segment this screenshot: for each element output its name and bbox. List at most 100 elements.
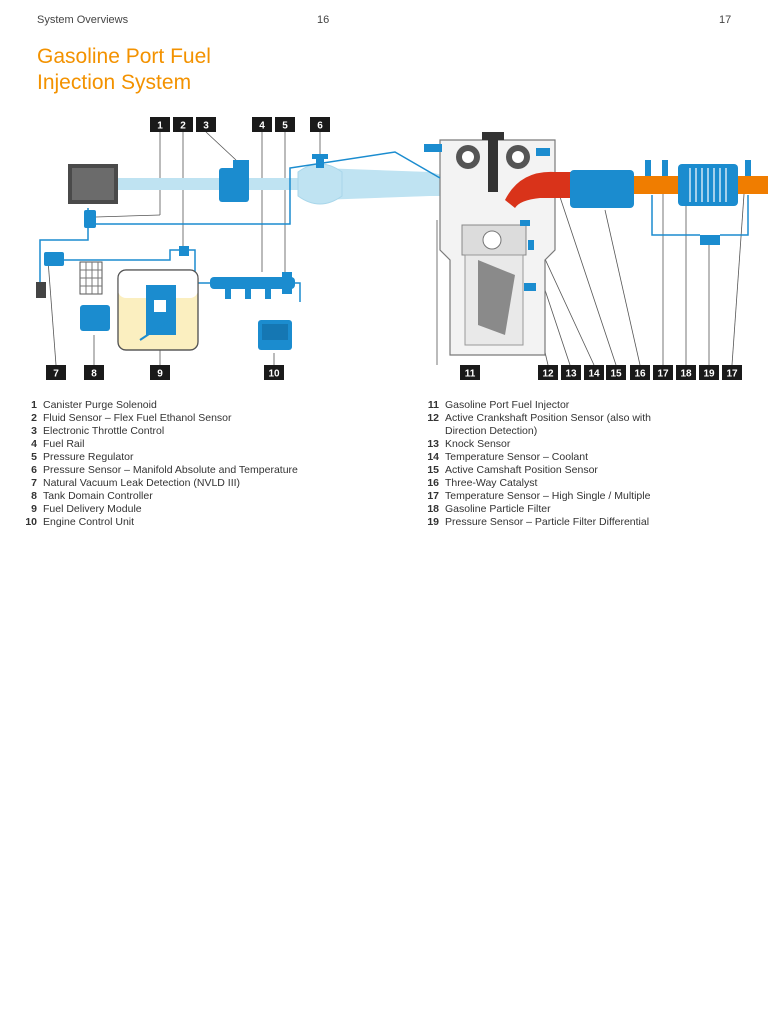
legend-text: Three-Way Catalyst bbox=[445, 477, 538, 489]
legend-item: 15 Active Camshaft Position Sensor bbox=[419, 464, 651, 477]
legend-text: Tank Domain Controller bbox=[43, 490, 153, 502]
callout-box bbox=[538, 365, 558, 380]
engine-sensors bbox=[424, 144, 550, 291]
legend-number: 8 bbox=[31, 490, 37, 502]
legend-text: Temperature Sensor – High Single / Multi… bbox=[445, 490, 651, 502]
callout-box bbox=[561, 365, 581, 380]
legend-text: Gasoline Particle Filter bbox=[445, 503, 551, 515]
callout-box bbox=[310, 117, 330, 132]
legend-text: Knock Sensor bbox=[445, 438, 511, 450]
callout-box bbox=[252, 117, 272, 132]
legend-number: 5 bbox=[31, 451, 37, 463]
legend-number: 15 bbox=[427, 464, 439, 476]
callout-number: 8 bbox=[91, 369, 97, 380]
callout-box bbox=[173, 117, 193, 132]
callout-number: 13 bbox=[565, 369, 577, 380]
legend-item: Direction Detection) bbox=[419, 425, 651, 438]
page-number-left: 16 bbox=[317, 14, 330, 26]
exhaust-sensors bbox=[645, 160, 751, 245]
legend-number: 3 bbox=[31, 425, 37, 437]
callout-box bbox=[46, 365, 66, 380]
engine-block bbox=[439, 132, 556, 356]
callout-box bbox=[150, 365, 170, 380]
legend-text: Temperature Sensor – Coolant bbox=[445, 451, 588, 463]
callout-number: 15 bbox=[610, 369, 622, 380]
legend-item: 14 Temperature Sensor – Coolant bbox=[419, 451, 651, 464]
legend-number: 18 bbox=[427, 503, 439, 515]
callout-box bbox=[606, 365, 626, 380]
callout-box bbox=[150, 117, 170, 132]
legend-number: 2 bbox=[31, 412, 37, 424]
callout-number: 17 bbox=[657, 369, 669, 380]
callout-number: 9 bbox=[157, 369, 163, 380]
legend-item: 18 Gasoline Particle Filter bbox=[419, 503, 651, 516]
legend-text: Pressure Sensor – Particle Filter Differ… bbox=[445, 516, 650, 528]
legend-text: Pressure Regulator bbox=[43, 451, 134, 463]
legend-item: 2 Fluid Sensor – Flex Fuel Ethanol Sensor bbox=[17, 412, 298, 425]
legend-item: 3 Electronic Throttle Control bbox=[17, 425, 298, 438]
legend-item: 4 Fuel Rail bbox=[17, 438, 298, 451]
callout-number: 18 bbox=[680, 369, 692, 380]
tank-domain-controller bbox=[80, 305, 110, 331]
legend-item: 8 Tank Domain Controller bbox=[17, 490, 298, 503]
legend-text: Fuel Rail bbox=[43, 438, 85, 450]
legend-text: Pressure Sensor – Manifold Absolute and … bbox=[43, 464, 298, 476]
legend-text: Gasoline Port Fuel Injector bbox=[445, 399, 570, 411]
legend-number bbox=[419, 425, 445, 438]
legend-text: Fuel Delivery Module bbox=[43, 503, 142, 515]
callout-box bbox=[630, 365, 650, 380]
callout-number: 1 bbox=[157, 121, 163, 132]
legend-text: Active Crankshaft Position Sensor (also … bbox=[445, 412, 652, 424]
legend-item: 13 Knock Sensor bbox=[419, 438, 651, 451]
callout-box bbox=[264, 365, 284, 380]
legend-text: Fluid Sensor – Flex Fuel Ethanol Sensor bbox=[43, 412, 232, 424]
legend-number: 4 bbox=[31, 438, 37, 450]
legend-item: 5 Pressure Regulator bbox=[17, 451, 298, 464]
purge-components bbox=[36, 210, 189, 298]
callout-box bbox=[722, 365, 742, 380]
callout-number: 17 bbox=[726, 369, 738, 380]
legend-text: Natural Vacuum Leak Detection (NVLD III) bbox=[43, 477, 241, 489]
callout-number: 3 bbox=[203, 121, 209, 132]
callout-box bbox=[653, 365, 673, 380]
callout-number: 11 bbox=[465, 369, 476, 380]
legend-number: 13 bbox=[427, 438, 439, 450]
legend-number: 1 bbox=[31, 399, 37, 411]
legend-text: Canister Purge Solenoid bbox=[43, 399, 157, 411]
legend-number: 12 bbox=[427, 412, 439, 424]
callout-number: 5 bbox=[282, 121, 288, 132]
callout-number: 14 bbox=[588, 369, 600, 380]
legend-text: Engine Control Unit bbox=[43, 516, 135, 528]
legend-item: 9 Fuel Delivery Module bbox=[17, 503, 298, 516]
legend-text: Active Camshaft Position Sensor bbox=[445, 464, 598, 476]
legend-text: Electronic Throttle Control bbox=[43, 425, 165, 437]
charcoal-canister bbox=[79, 261, 103, 295]
air-intake-path bbox=[68, 163, 470, 205]
fuel-tank bbox=[117, 269, 199, 351]
callout-number: 7 bbox=[53, 369, 59, 380]
callout-number: 4 bbox=[259, 121, 265, 132]
callout-box bbox=[84, 365, 104, 380]
legend-item: 10 Engine Control Unit bbox=[17, 516, 298, 529]
callout-box bbox=[460, 365, 480, 380]
section-name: System Overviews bbox=[37, 14, 129, 26]
page-title: Gasoline Port Fuel Injection System bbox=[37, 44, 211, 96]
legend-number: 9 bbox=[31, 503, 37, 515]
legend-number: 16 bbox=[427, 477, 439, 489]
legend-number: 10 bbox=[25, 516, 37, 528]
legend-number: 14 bbox=[427, 451, 439, 463]
title-line-1: Gasoline Port Fuel bbox=[37, 45, 211, 68]
callout-box bbox=[699, 365, 719, 380]
legend-item: 1 Canister Purge Solenoid bbox=[17, 399, 298, 412]
legend-text: Direction Detection) bbox=[445, 425, 538, 437]
callout-box bbox=[676, 365, 696, 380]
three-way-catalyst bbox=[570, 170, 634, 208]
